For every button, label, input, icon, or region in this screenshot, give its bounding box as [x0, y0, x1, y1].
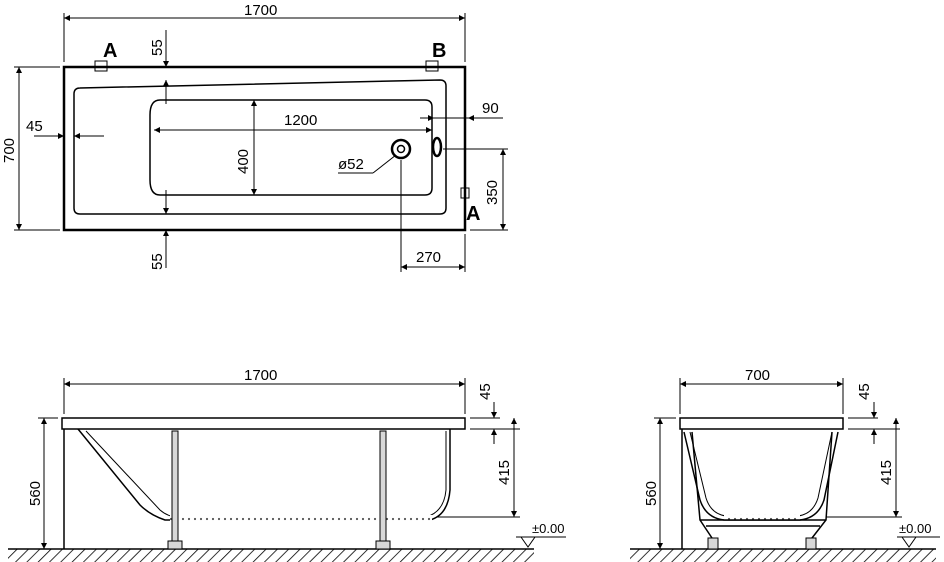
tub-inner-basin [73, 79, 447, 215]
left-rim-label: 45 [26, 118, 43, 135]
drain-hole-outer [390, 138, 412, 160]
overall-length-label: 1700 [244, 2, 277, 19]
bottom-rim-label: 55 [149, 253, 166, 270]
section-marker-tab [94, 60, 108, 72]
tub-body [63, 428, 451, 549]
section-marker-tab [425, 60, 439, 72]
support-leg-foot [805, 537, 817, 550]
tub-body-inner [689, 431, 833, 517]
drain-from-side-label: 350 [484, 180, 501, 205]
overall-width-label: 700 [1, 138, 18, 163]
end-rim-label: 45 [856, 383, 873, 400]
top-view: ø52 1700 700 45 55 55 1200 400 90 [1, 2, 508, 272]
section-mark-a-right: A [466, 203, 480, 225]
drain-hole-inner [396, 144, 406, 154]
side-view: 1700 560 45 415 ±0.00 [8, 367, 566, 562]
floor-hatch [630, 549, 936, 562]
inner-width-label: 400 [235, 149, 252, 174]
tub-rim [61, 417, 466, 430]
end-width-label: 700 [745, 367, 770, 384]
side-floor-level-label: ±0.00 [532, 521, 564, 536]
side-height-label: 560 [27, 481, 44, 506]
section-mark-a-left: A [103, 40, 117, 62]
floor-hatch [8, 549, 534, 562]
level-triangle-icon [520, 536, 536, 548]
tub-body [681, 429, 839, 549]
inner-length-label: 1200 [284, 112, 317, 129]
side-depth-label: 415 [496, 460, 513, 485]
overflow-offset-label: 90 [482, 100, 499, 117]
drain-from-end-label: 270 [416, 249, 441, 266]
support-leg [379, 430, 387, 542]
level-triangle-icon [901, 536, 917, 548]
support-frame [691, 431, 833, 539]
tub-rim [679, 417, 844, 430]
support-leg [171, 430, 179, 542]
support-leg-foot [167, 540, 183, 550]
tub-bottom-texture [170, 515, 432, 521]
end-floor-level-label: ±0.00 [899, 521, 931, 536]
tub-bottom-texture [724, 514, 800, 520]
tub-basin-bottom [149, 99, 433, 196]
side-length-label: 1700 [244, 367, 277, 384]
end-depth-label: 415 [878, 460, 895, 485]
end-view: 700 560 45 415 ±0.00 [630, 367, 940, 562]
support-leg-foot [707, 537, 719, 550]
drain-diameter-label: ø52 [338, 156, 364, 173]
section-mark-b: B [432, 40, 446, 62]
section-marker-tab [460, 187, 470, 199]
top-rim-label: 55 [149, 39, 166, 56]
support-leg-foot [375, 540, 391, 550]
overflow-hole [431, 136, 443, 158]
end-height-label: 560 [643, 481, 660, 506]
side-rim-label: 45 [477, 383, 494, 400]
drain-leader [372, 154, 397, 174]
